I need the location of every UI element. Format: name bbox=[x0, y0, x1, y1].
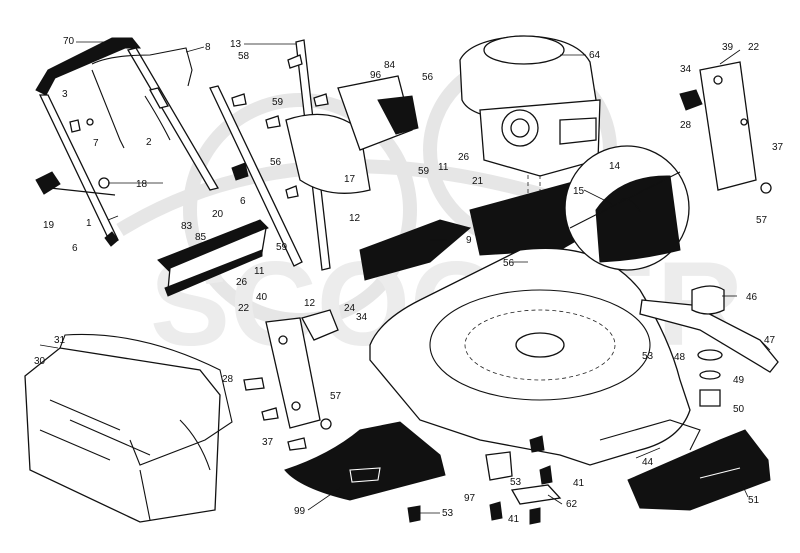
callout-56: 56 bbox=[422, 72, 434, 83]
grass-bag bbox=[24, 333, 233, 523]
callout-51: 51 bbox=[748, 495, 760, 506]
callout-12: 12 bbox=[349, 213, 361, 224]
inset-detail bbox=[564, 145, 690, 271]
wheel-bracket bbox=[243, 309, 339, 451]
callout-41: 41 bbox=[573, 478, 585, 489]
callout-labels: 70 8 13 58 64 39 22 3 7 2 59 96 84 56 34… bbox=[34, 36, 784, 525]
callout-85: 85 bbox=[195, 232, 207, 243]
callout-22-b: 22 bbox=[238, 303, 250, 314]
rear-skirt bbox=[599, 419, 771, 511]
callout-84: 84 bbox=[384, 60, 396, 71]
callout-37-b: 37 bbox=[262, 437, 274, 448]
callout-3: 3 bbox=[62, 89, 68, 100]
callout-15: 15 bbox=[573, 186, 585, 197]
callout-28: 28 bbox=[680, 120, 692, 131]
callout-59: 59 bbox=[272, 97, 284, 108]
mulch-plug bbox=[284, 421, 446, 501]
callout-50: 50 bbox=[733, 404, 745, 415]
callout-6: 6 bbox=[240, 196, 246, 207]
callout-2: 2 bbox=[146, 137, 152, 148]
callout-17: 17 bbox=[344, 174, 356, 185]
callout-46: 46 bbox=[746, 292, 758, 303]
callout-26: 26 bbox=[458, 152, 470, 163]
callout-48: 48 bbox=[674, 352, 686, 363]
callout-20: 20 bbox=[212, 209, 224, 220]
callout-14: 14 bbox=[609, 161, 621, 172]
callout-8: 8 bbox=[205, 42, 211, 53]
callout-64: 64 bbox=[589, 50, 601, 61]
callout-53-b: 53 bbox=[510, 477, 522, 488]
callout-70: 70 bbox=[63, 36, 75, 47]
callout-18: 18 bbox=[136, 179, 148, 190]
small-brackets bbox=[407, 435, 562, 525]
engine bbox=[459, 35, 601, 375]
callout-56-b: 56 bbox=[270, 157, 282, 168]
callout-56-c: 56 bbox=[503, 258, 515, 269]
callout-22: 22 bbox=[748, 42, 760, 53]
callout-41-b: 41 bbox=[508, 514, 520, 525]
callout-28-b: 28 bbox=[222, 374, 234, 385]
callout-49: 49 bbox=[733, 375, 745, 386]
blade-assembly bbox=[639, 285, 779, 407]
callout-37: 37 bbox=[772, 142, 784, 153]
callout-44: 44 bbox=[642, 457, 654, 468]
handle-assembly bbox=[35, 37, 219, 247]
callout-21: 21 bbox=[472, 176, 484, 187]
callout-11-b: 11 bbox=[254, 266, 265, 277]
leader-lines bbox=[39, 41, 771, 514]
callout-39: 39 bbox=[722, 42, 734, 53]
mower-deck bbox=[369, 247, 691, 466]
callout-59-b: 59 bbox=[418, 166, 430, 177]
callout-53-c: 53 bbox=[442, 508, 454, 519]
callout-57-b: 57 bbox=[330, 391, 342, 402]
callout-19: 19 bbox=[43, 220, 55, 231]
callout-30: 30 bbox=[34, 356, 46, 367]
callout-31: 31 bbox=[54, 335, 66, 346]
callout-47: 47 bbox=[764, 335, 776, 346]
callout-12-b: 12 bbox=[304, 298, 316, 309]
callout-53: 53 bbox=[642, 351, 654, 362]
callout-62: 62 bbox=[566, 499, 578, 510]
callout-34-b: 34 bbox=[356, 312, 368, 323]
callout-1: 1 bbox=[86, 218, 92, 229]
callout-13: 13 bbox=[230, 39, 242, 50]
callout-57: 57 bbox=[756, 215, 768, 226]
callout-58: 58 bbox=[238, 51, 250, 62]
callout-96: 96 bbox=[370, 70, 382, 81]
callout-9: 9 bbox=[466, 235, 472, 246]
callout-97: 97 bbox=[464, 493, 476, 504]
right-bracket bbox=[679, 61, 772, 194]
callout-83: 83 bbox=[181, 221, 193, 232]
callout-6-b: 6 bbox=[72, 243, 78, 254]
grass-deflector bbox=[157, 219, 269, 297]
callout-59-c: 59 bbox=[276, 242, 288, 253]
callout-11: 11 bbox=[438, 162, 449, 173]
callout-24: 24 bbox=[344, 303, 356, 314]
callout-26-b: 26 bbox=[236, 277, 248, 288]
callout-99: 99 bbox=[294, 506, 306, 517]
callout-7: 7 bbox=[93, 138, 99, 149]
callout-40: 40 bbox=[256, 292, 268, 303]
callout-34: 34 bbox=[680, 64, 692, 75]
rear-flap bbox=[285, 75, 419, 194]
